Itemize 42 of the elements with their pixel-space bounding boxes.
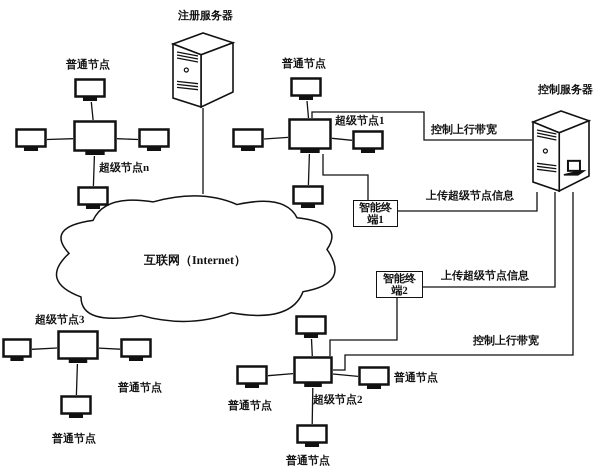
connector-line [76,364,78,396]
connector-line [322,154,369,200]
node-label: 普通节点 [282,58,326,71]
connector-line [332,138,352,141]
connector-line [202,108,204,194]
connector-line [308,154,310,186]
cloud-label: 互联网（Internet） [143,254,247,267]
edge-label: 上传超级节点信息 [440,270,530,283]
edge-label: 上传超级节点信息 [425,190,515,203]
connector-line [306,100,310,118]
connector-line [98,347,120,350]
connector-line [329,298,398,356]
connector-line [92,156,96,186]
node-label: 普通节点 [118,382,162,395]
node-label: 超级节点2 [313,394,362,407]
connector-line [268,372,294,376]
connector-line [32,347,58,350]
connector-line [312,388,314,424]
node-label: 普通节点 [394,372,438,385]
node-label: 普通节点 [228,400,272,413]
connector-line [264,136,288,140]
node-label: 普通节点 [52,433,96,446]
connector-line [116,138,138,140]
connector-line [46,138,74,140]
connector-line [332,373,358,378]
node-label: 超级节点1 [335,115,384,128]
node-label: 超级节点3 [35,314,84,327]
node-label: 超级节点n [99,162,150,175]
server-label: 注册服务器 [178,10,233,23]
node-label: 普通节点 [286,455,330,468]
node-label: 普通节点 [66,59,110,72]
terminal-box: 智能终端2 [376,271,423,298]
connector-line [310,338,313,356]
connector-line [333,192,574,371]
edge-label: 控制上行带宽 [472,335,540,348]
connector-line [398,192,538,212]
server-label: 控制服务器 [538,84,593,97]
connector-line [423,192,556,288]
connector-line [90,102,94,120]
terminal-box: 智能终端1 [353,200,398,227]
connector-line [311,111,532,141]
edge-label: 控制上行带宽 [430,124,498,137]
